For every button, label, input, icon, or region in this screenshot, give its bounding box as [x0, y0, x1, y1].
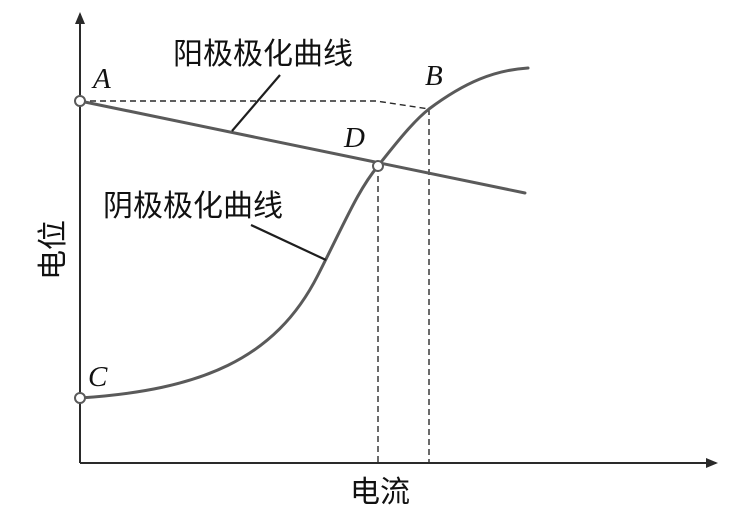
dashed-line-a-to-b	[80, 100, 430, 110]
point-c-label: C	[88, 361, 108, 393]
anode-curve-label: 阳极极化曲线	[173, 37, 353, 72]
point-d-label: D	[343, 122, 365, 154]
point-a-marker	[74, 95, 86, 107]
point-d-marker	[372, 160, 384, 172]
anode-polarization-curve	[78, 99, 527, 195]
anode-label-leader	[231, 74, 281, 132]
point-c-marker	[74, 392, 86, 404]
x-axis-label: 电流	[350, 475, 410, 510]
cathode-label-leader	[250, 224, 327, 261]
point-b-label: B	[425, 60, 443, 92]
cathode-curve-label: 阴极极化曲线	[103, 189, 283, 224]
y-axis-label: 电位	[36, 220, 71, 280]
point-a-label: A	[91, 63, 111, 95]
cathode-polarization-curve	[78, 66, 530, 400]
